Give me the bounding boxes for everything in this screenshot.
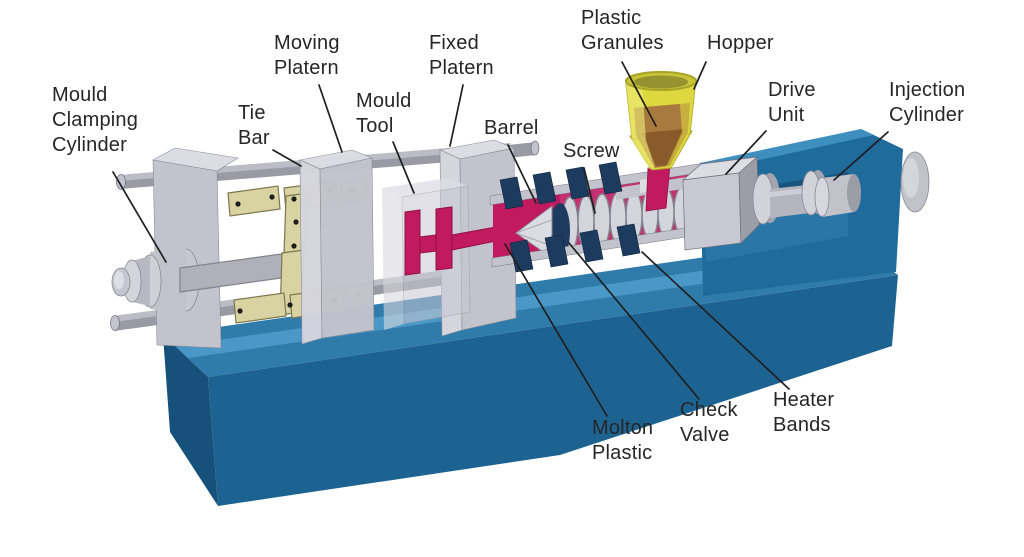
screw-tip-cone [515,205,553,259]
moulded-part-cavity [404,206,497,276]
mould-clamping-cylinder-part [111,247,200,313]
leader-lines [112,61,889,417]
leader-mould-clamping-cylinder [112,171,167,263]
label-injection-cylinder: Injection Cylinder [889,79,966,126]
leader-plastic-granules [621,61,657,127]
leader-moving-platern [318,84,343,153]
leader-barrel [507,144,537,204]
label-molton-plastic: Molton Plastic [592,417,654,464]
label-barrel: Barrel [484,117,539,139]
leader-injection-cylinder [833,131,889,181]
label-hopper: Hopper [707,32,774,54]
leader-mould-tool [392,141,415,194]
label-screw: Screw [563,140,620,162]
leader-tie-bar [272,149,302,167]
leader-screw [583,167,596,214]
drive-unit-part [681,156,760,251]
moving-platen-part [299,149,375,345]
barrel-assembly [489,160,742,273]
leader-heater-bands [641,251,790,390]
label-heater-bands: Heater Bands [773,389,835,436]
label-moving-platern: Moving Platern [274,32,340,79]
leader-check-valve [568,242,700,400]
leader-drive-unit [725,130,767,175]
heater-bands-part [499,161,641,273]
feed-throat [645,164,671,212]
label-drive-unit: Drive Unit [768,79,816,126]
label-fixed-platern: Fixed Platern [429,32,494,79]
label-mould-tool: Mould Tool [356,90,412,137]
leader-molton-plastic [504,243,608,417]
label-check-valve: Check Valve [680,399,738,446]
injection-cylinder-part [752,151,930,225]
leader-hopper [693,61,707,90]
hopper-part [625,71,697,212]
leader-fixed-platern [449,84,464,147]
label-mould-clamping-cylinder: Mould Clamping Cylinder [52,84,139,156]
label-plastic-granules: Plastic Granules [581,7,664,54]
mould-tool-part [382,178,497,330]
label-tie-bar: Tie Bar [238,102,270,149]
